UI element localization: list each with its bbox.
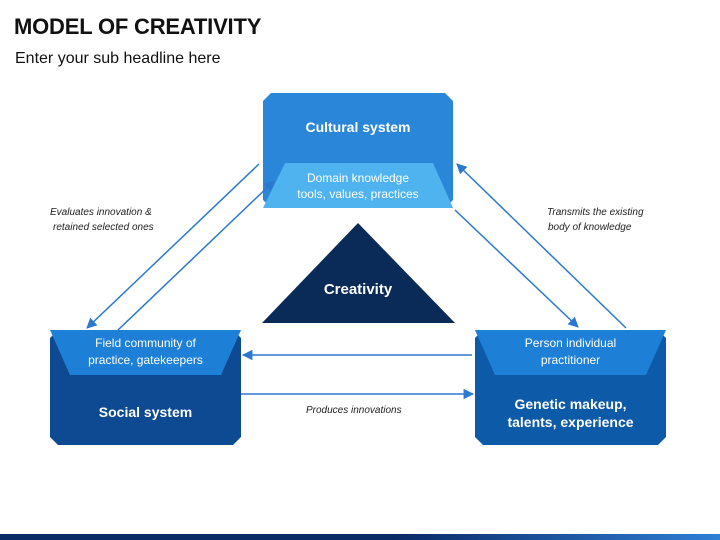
note-evaluates-line2: retained selected ones	[53, 222, 154, 233]
creativity-triangle	[262, 223, 455, 323]
arrow-cultural-to-social	[86, 163, 260, 329]
person-practitioner-band	[475, 330, 666, 375]
arrow-social-to-cultural	[117, 180, 275, 331]
social-field-line1: Field community of	[95, 336, 196, 350]
page-title: MODEL OF CREATIVITY	[14, 14, 262, 39]
page-subtitle: Enter your sub headline here	[15, 50, 221, 67]
social-field-line2: practice, gatekeepers	[88, 353, 203, 367]
person-practitioner-line1: Person individual	[524, 336, 617, 350]
cultural-domain-band	[263, 163, 453, 208]
note-transmits-line2: body of knowledge	[548, 222, 632, 233]
cultural-system-title: Cultural system	[305, 119, 411, 135]
person-practitioner-line2: practitioner	[540, 353, 601, 367]
note-evaluates-line1: Evaluates innovation &	[50, 207, 152, 218]
bottom-accent-bar	[0, 534, 720, 540]
note-transmits-line1: Transmits the existing	[547, 207, 644, 218]
arrow-cultural-to-person	[454, 209, 579, 328]
person-title-line1: Genetic makeup,	[514, 396, 627, 412]
cultural-domain-line2: tools, values, practices	[297, 187, 419, 201]
social-field-band	[50, 330, 241, 375]
arrow-person-to-cultural	[456, 163, 627, 329]
social-system-title: Social system	[98, 404, 193, 420]
note-produces: Produces innovations	[306, 405, 402, 416]
cultural-domain-line1: Domain knowledge	[306, 171, 410, 185]
creativity-label: Creativity	[323, 281, 393, 298]
person-title-line2: talents, experience	[507, 414, 634, 430]
